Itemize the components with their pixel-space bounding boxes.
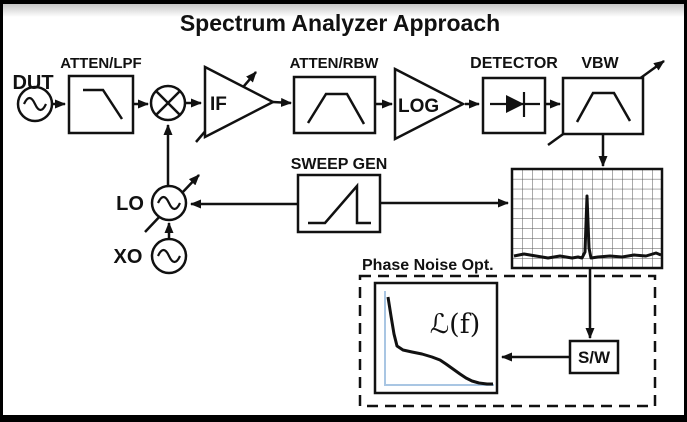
if-amplifier: [203, 64, 276, 140]
sw-block: [568, 339, 620, 375]
lo-label: LO: [116, 193, 144, 215]
vbw-bandpass-icon: [575, 91, 632, 123]
phase-noise-plot: ℒ(f): [373, 281, 499, 395]
phase-noise-title: Phase Noise Opt.: [362, 257, 494, 274]
sweep-gen-label: SWEEP GEN: [291, 156, 388, 173]
sine-icon: [23, 96, 47, 112]
log-amp-label: LOG: [398, 96, 439, 117]
log-amplifier: [393, 66, 466, 142]
spectrum-trace: [513, 194, 662, 260]
top-gradient-strip: [0, 4, 687, 17]
atten-lpf-label: ATTEN/LPF: [60, 55, 141, 72]
xo-label: XO: [114, 246, 143, 268]
phase-noise-panel: [358, 274, 657, 408]
spectrum-display: [510, 167, 664, 270]
vbw-label: VBW: [581, 55, 619, 72]
diode-icon: [490, 92, 540, 117]
ramp-icon: [308, 182, 371, 225]
page-title: Spectrum Analyzer Approach: [180, 10, 500, 36]
detector-label: DETECTOR: [470, 55, 558, 72]
atten-rbw-block: [292, 75, 377, 135]
mixer-cross-icon: [155, 90, 181, 116]
lo-sine-icon: [157, 195, 181, 211]
xo-sine-icon: [157, 248, 181, 264]
vbw-block: [561, 76, 645, 136]
phase-noise-curve: [386, 296, 493, 386]
lf-label: ℒ(f): [430, 309, 481, 340]
connectors: [52, 97, 608, 362]
atten-rbw-label: ATTEN/RBW: [290, 55, 380, 72]
dut-label: DUT: [12, 72, 53, 94]
sw-label: S/W: [578, 348, 611, 367]
lowpass-filter-icon: [83, 88, 124, 120]
if-amp-label: IF: [210, 94, 227, 115]
connector-if-to-rbw: [272, 97, 292, 107]
bandpass-filter-icon: [306, 92, 366, 125]
atten-lpf-block: [67, 74, 135, 135]
plot-axes: [384, 291, 494, 386]
